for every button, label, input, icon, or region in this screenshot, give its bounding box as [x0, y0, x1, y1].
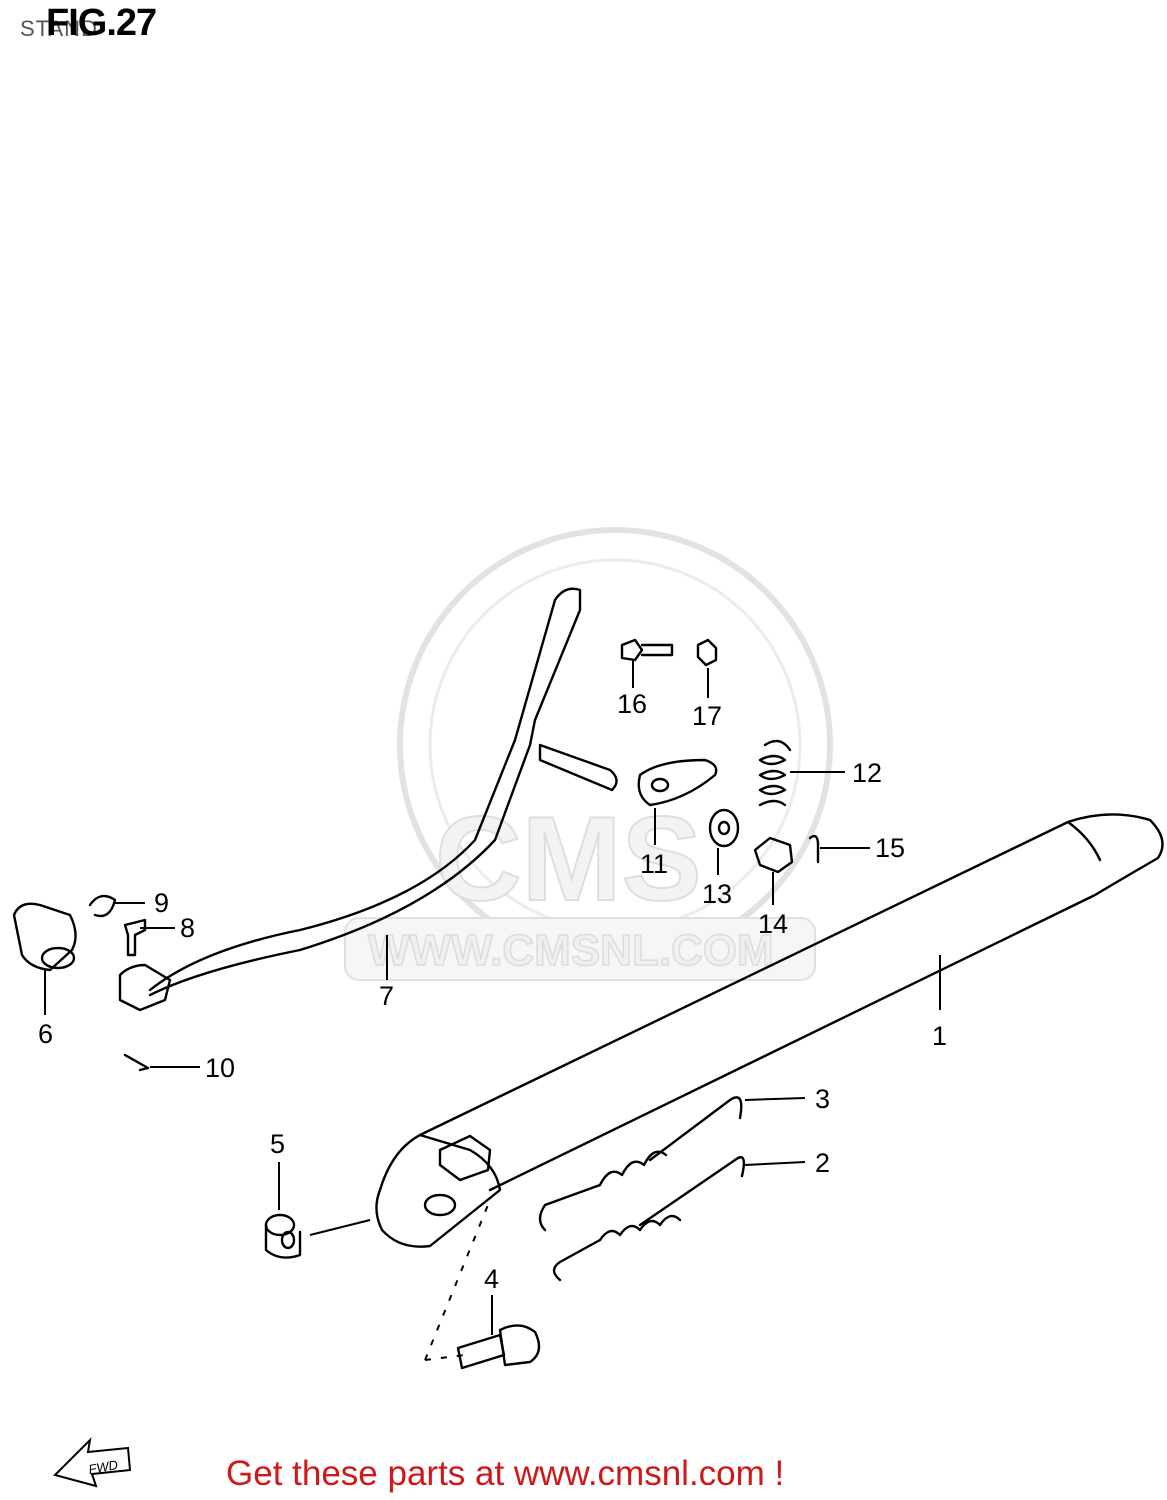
- footer-promo-link[interactable]: Get these parts at www.cmsnl.com !: [226, 1454, 785, 1493]
- callout-13: 13: [702, 879, 732, 909]
- figure-subtitle: STAND: [20, 16, 98, 41]
- callout-10: 10: [205, 1053, 235, 1083]
- callout-4: 4: [484, 1264, 499, 1294]
- part-17-nut: [696, 638, 718, 667]
- leader-lines: [44, 660, 941, 1335]
- part-9-clip: [88, 894, 117, 918]
- callout-6: 6: [38, 1019, 53, 1049]
- part-1-side-stand: [375, 813, 1164, 1248]
- callout-5: 5: [270, 1129, 285, 1159]
- callout-17: 17: [692, 701, 722, 731]
- figure-title: FIG.27: [46, 2, 157, 44]
- part-15-pin: [808, 834, 820, 864]
- part-16-bolt: [620, 638, 674, 662]
- part-8-pin: [123, 918, 147, 957]
- fwd-arrow-icon: FWD: [53, 1437, 132, 1488]
- callout-7: 7: [379, 981, 394, 1011]
- callout-labels: 1 2 3 4 5 6 7 8 9 10 11 12 13 14 15 16 1…: [38, 689, 947, 1294]
- callout-16: 16: [617, 689, 647, 719]
- part-2-spring: [552, 1156, 746, 1282]
- part-4-bolt: [424, 1199, 541, 1370]
- part-13-washer: [708, 808, 740, 848]
- callout-9: 9: [154, 888, 169, 918]
- callout-14: 14: [758, 909, 788, 939]
- part-5-collar: [264, 1213, 371, 1259]
- part-11-plate: [637, 758, 718, 807]
- part-6-bracket: [12, 902, 77, 972]
- part-12-spring: [758, 739, 792, 807]
- callout-15: 15: [875, 833, 905, 863]
- callout-8: 8: [180, 913, 195, 943]
- part-3-spring: [538, 1096, 743, 1232]
- callout-2: 2: [815, 1148, 830, 1178]
- fwd-label: FWD: [87, 1457, 119, 1477]
- callout-3: 3: [815, 1084, 830, 1114]
- watermark-site-text: WWW.CMSNL.COM: [368, 926, 774, 975]
- watermark-logo-text: CMS: [435, 792, 702, 926]
- part-10-cotter-pin: [123, 1053, 150, 1072]
- cms-watermark: CMS WWW.CMSNL.COM: [344, 527, 833, 981]
- callout-12: 12: [852, 758, 882, 788]
- callout-11: 11: [640, 849, 668, 879]
- part-7-lever-rod: [118, 587, 618, 1012]
- part-14-nut: [753, 836, 794, 874]
- callout-1: 1: [932, 1021, 947, 1051]
